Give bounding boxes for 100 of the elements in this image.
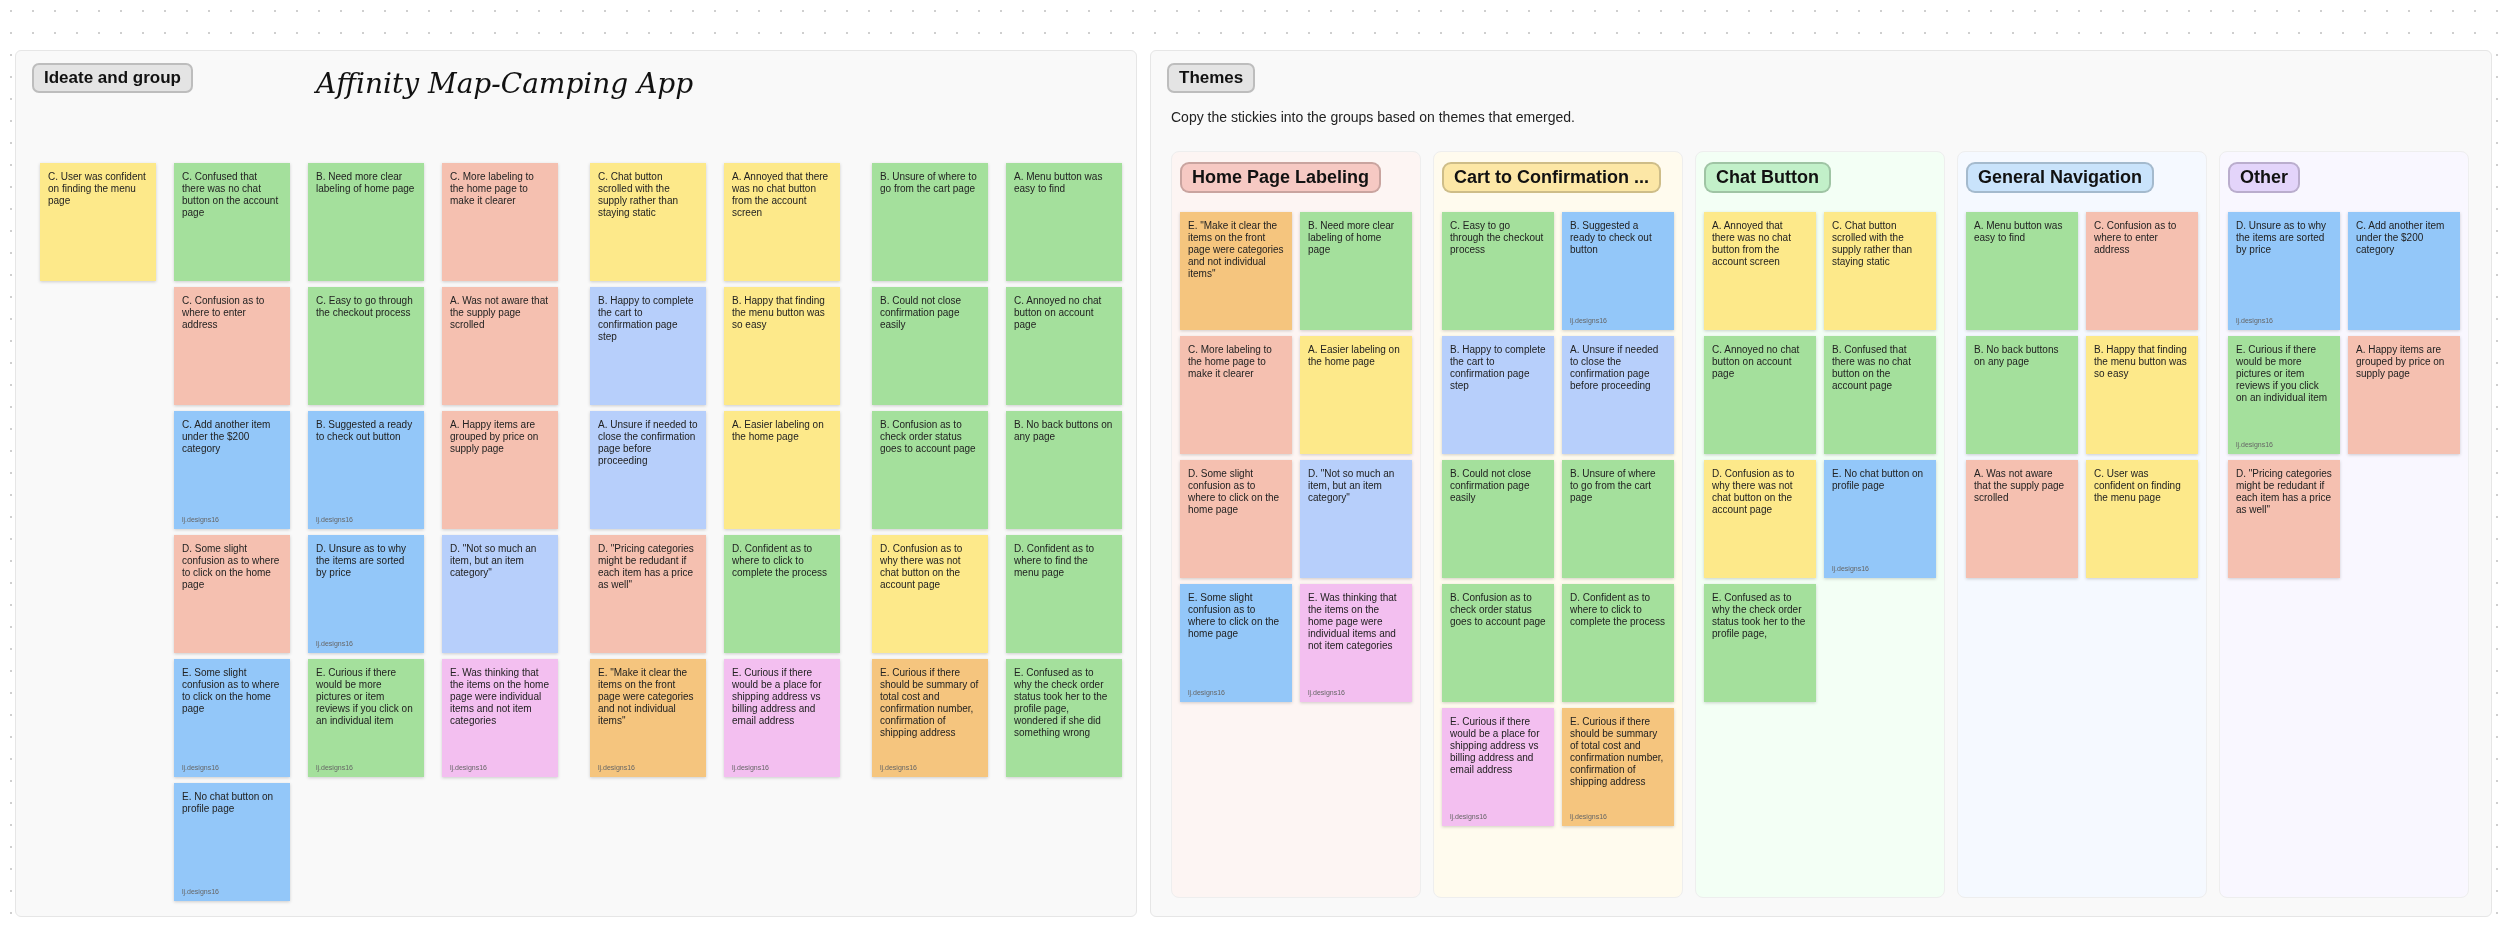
sticky-note bbox=[1180, 584, 1292, 702]
note-text: E. Curious if there would be a place for shipping address vs billing address and email address bbox=[732, 667, 823, 727]
note-text: B. Confused that there was no chat button on the account page bbox=[1832, 344, 1912, 392]
sticky-note bbox=[1966, 336, 2078, 454]
sticky-note bbox=[1824, 336, 1936, 454]
note-text: E. No chat button on profile page bbox=[182, 791, 275, 815]
sticky-note bbox=[1180, 336, 1292, 454]
note-text: B. Could not close confirmation page easily bbox=[880, 295, 963, 331]
sticky-note bbox=[1180, 460, 1292, 578]
note-text: C. Annoyed no chat button on account page bbox=[1014, 295, 1103, 331]
note-text: C. Confusion as to where to enter address bbox=[2094, 220, 2178, 256]
note-text: A. Menu button was easy to find bbox=[1974, 220, 2064, 244]
sticky-note bbox=[1006, 659, 1122, 777]
sticky-note bbox=[2228, 336, 2340, 454]
sticky-note bbox=[1442, 584, 1554, 702]
note-text: C. User was confident on finding the menu page bbox=[48, 171, 147, 207]
board-title: Affinity Map-Camping App bbox=[316, 67, 694, 100]
theme-heading: Cart to Confirmation ... bbox=[1442, 162, 1661, 193]
theme-group bbox=[1433, 151, 1683, 898]
instruction-text: Copy the stickies into the groups based on themes that emerged. bbox=[1171, 109, 1575, 125]
note-text: D. "Pricing categories might be redudant if each item has a price as well" bbox=[2236, 468, 2332, 516]
sticky-note bbox=[2086, 212, 2198, 330]
note-text: E. No chat button on profile page bbox=[1832, 468, 1925, 492]
note-text: E. Confused as to why the check order status took her to the profile page, wondered if she did something wrong bbox=[1014, 667, 1109, 739]
sticky-note bbox=[1300, 460, 1412, 578]
note-text: B. Happy to complete the cart to confirmation page step bbox=[598, 295, 695, 343]
sticky-note bbox=[2348, 336, 2460, 454]
note-text: A. Unsure if needed to close the confirmation page before proceeding bbox=[1570, 344, 1660, 392]
note-text: C. Chat button scrolled with the supply rather than staying static bbox=[598, 171, 680, 219]
sticky-note bbox=[724, 659, 840, 777]
note-text: C. Add another item under the $200 category bbox=[182, 419, 272, 455]
sticky-note bbox=[442, 659, 558, 777]
sticky-note bbox=[308, 659, 424, 777]
note-text: D. Confident as to where to click to complete the process bbox=[1570, 592, 1666, 628]
sticky-note bbox=[174, 783, 290, 901]
sticky-note bbox=[872, 411, 988, 529]
sticky-note bbox=[1966, 460, 2078, 578]
note-text: C. Add another item under the $200 category bbox=[2356, 220, 2446, 256]
sticky-note bbox=[308, 163, 424, 281]
sticky-note bbox=[1704, 460, 1816, 578]
theme-group bbox=[2219, 151, 2469, 898]
sticky-note bbox=[590, 287, 706, 405]
sticky-note bbox=[724, 163, 840, 281]
sticky-note bbox=[1442, 212, 1554, 330]
sticky-note bbox=[442, 411, 558, 529]
note-text: A. Annoyed that there was no chat button from the account screen bbox=[732, 171, 830, 219]
note-text: B. Unsure of where to go from the cart page bbox=[1570, 468, 1657, 504]
sticky-note bbox=[308, 535, 424, 653]
sticky-note bbox=[872, 535, 988, 653]
board-panel bbox=[15, 50, 1137, 917]
sticky-note bbox=[724, 535, 840, 653]
note-text: B. Happy that finding the menu button was so easy bbox=[2094, 344, 2188, 380]
note-text: D. Confident as to where to find the menu page bbox=[1014, 543, 1096, 579]
note-text: D. Unsure as to why the items are sorted by price bbox=[316, 543, 408, 579]
sticky-note bbox=[1966, 212, 2078, 330]
note-text: A. Easier labeling on the home page bbox=[1308, 344, 1401, 368]
sticky-note bbox=[1562, 212, 1674, 330]
note-text: A. Happy items are grouped by price on supply page bbox=[450, 419, 540, 455]
sticky-note bbox=[174, 659, 290, 777]
note-text: B. No back buttons on any page bbox=[1014, 419, 1114, 443]
note-text: E. Was thinking that the items on the home page were individual items and not item categories bbox=[450, 667, 550, 727]
sticky-note bbox=[1300, 212, 1412, 330]
note-text: B. No back buttons on any page bbox=[1974, 344, 2060, 368]
note-text: A. Menu button was easy to find bbox=[1014, 171, 1104, 195]
note-text: B. Need more clear labeling of home page bbox=[1308, 220, 1396, 256]
sticky-note bbox=[590, 659, 706, 777]
sticky-note bbox=[872, 659, 988, 777]
note-text: B. Confusion as to check order status goes to account page bbox=[1450, 592, 1546, 628]
note-text: D. Confusion as to why there was not chat button on the account page bbox=[880, 543, 964, 591]
sticky-note bbox=[442, 163, 558, 281]
sticky-note bbox=[1180, 212, 1292, 330]
note-text: C. Annoyed no chat button on account page bbox=[1712, 344, 1801, 380]
sticky-note bbox=[1704, 212, 1816, 330]
sticky-note bbox=[1006, 163, 1122, 281]
sticky-note bbox=[2086, 336, 2198, 454]
note-text: C. User was confident on finding the menu page bbox=[2094, 468, 2182, 504]
section-tag: Ideate and group bbox=[32, 63, 193, 93]
sticky-note bbox=[442, 535, 558, 653]
sticky-note bbox=[872, 163, 988, 281]
note-text: B. Could not close confirmation page easily bbox=[1450, 468, 1533, 504]
note-text: B. Unsure of where to go from the cart page bbox=[880, 171, 978, 195]
note-text: D. "Not so much an item, but an item category" bbox=[450, 543, 538, 579]
theme-group bbox=[1695, 151, 1945, 898]
note-text: A. Easier labeling on the home page bbox=[732, 419, 825, 443]
sticky-note bbox=[442, 287, 558, 405]
sticky-note bbox=[1442, 460, 1554, 578]
sticky-note bbox=[308, 411, 424, 529]
sticky-note bbox=[1824, 460, 1936, 578]
sticky-note bbox=[1704, 336, 1816, 454]
sticky-note bbox=[1562, 336, 1674, 454]
theme-heading: Chat Button bbox=[1704, 162, 1831, 193]
theme-group bbox=[1957, 151, 2207, 898]
note-text: C. Confused that there was no chat button on the account page bbox=[182, 171, 280, 219]
sticky-note bbox=[1300, 584, 1412, 702]
note-text: E. Confused as to why the check order status took her to the profile page, bbox=[1712, 592, 1807, 640]
sticky-note bbox=[2086, 460, 2198, 578]
sticky-note bbox=[724, 287, 840, 405]
sticky-note bbox=[40, 163, 156, 281]
sticky-note bbox=[1300, 336, 1412, 454]
note-text: B. Happy that finding the menu button was so easy bbox=[732, 295, 826, 331]
